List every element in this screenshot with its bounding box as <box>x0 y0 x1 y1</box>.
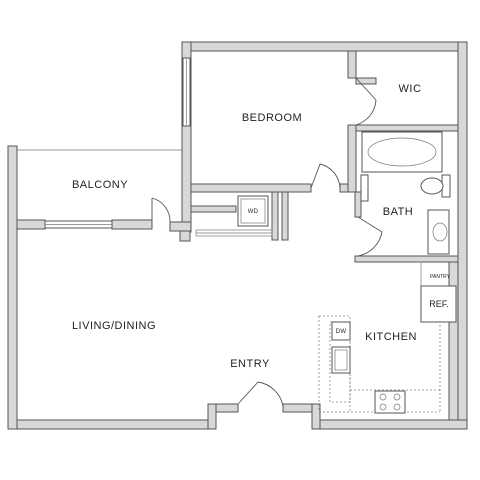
toilet <box>420 174 451 198</box>
fixture-label-pantry: PANTRY <box>430 274 450 280</box>
room-label-bath: BATH <box>383 206 414 218</box>
fixture-label-ref: REF. <box>429 299 449 309</box>
bath-shelf <box>360 174 369 202</box>
balcony-outline <box>8 145 182 151</box>
laundry-closet <box>195 195 273 237</box>
exterior-walls <box>7 41 468 430</box>
balcony-sliding-door <box>44 220 113 229</box>
entry-door <box>237 381 284 407</box>
range <box>374 390 406 414</box>
fixture-label-wd: WD <box>248 209 259 215</box>
fixture-label-dw: DW <box>336 329 347 335</box>
kitchen-sink <box>331 346 351 374</box>
vanity-sink <box>427 209 450 255</box>
bedroom-window <box>182 57 191 127</box>
room-label-balcony: BALCONY <box>72 179 128 191</box>
balcony-door <box>151 197 171 223</box>
dishwasher <box>331 321 351 341</box>
refrigerator <box>420 285 457 323</box>
room-label-kitchen: KITCHEN <box>365 331 417 343</box>
wic-door <box>355 77 377 126</box>
bathtub <box>361 131 443 173</box>
room-label-wic: WIC <box>399 83 422 95</box>
room-label-bedroom: BEDROOM <box>242 112 302 124</box>
bath-door <box>357 216 383 257</box>
room-label-entry: ENTRY <box>230 358 270 370</box>
bedroom-door <box>310 163 341 189</box>
room-label-living-dining: LIVING/DINING <box>72 320 156 332</box>
